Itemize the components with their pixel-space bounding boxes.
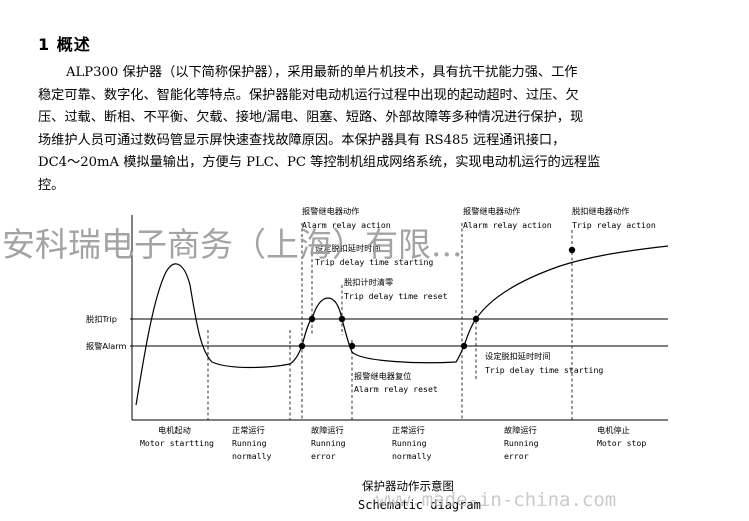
event-point <box>298 342 306 350</box>
annotation-cn: 报警继电器动作 <box>463 206 520 216</box>
annotation-cn: 脱扣继电器动作 <box>572 206 629 216</box>
event-point <box>460 342 468 350</box>
trip-level-label: 脱扣Trip <box>86 314 117 324</box>
phase-cn: 故障运行 <box>311 425 344 435</box>
phase-en: normally <box>232 451 272 461</box>
diagram-caption-en: Schematic diagram <box>358 498 481 512</box>
phase-cn: 正常运行 <box>392 425 425 435</box>
annotation-en: Trip delay time starting <box>315 257 433 267</box>
annotation-cn: 设定脱扣延时时间 <box>315 243 381 253</box>
phase-en: Running <box>232 438 267 448</box>
paragraph-line: 稳定可靠、数字化、智能化等特点。保护器能对电动机运行过程中出现的起动超时、过压、… <box>38 87 579 103</box>
paragraph-line: 控。 <box>38 177 65 193</box>
event-point <box>338 315 346 323</box>
company-watermark: 安科瑞电子商务（上海）有限... <box>2 225 462 264</box>
annotation-cn: 报警继电器动作 <box>302 206 359 216</box>
overview-paragraph: ALP300 保护器（以下简称保护器），采用最新的单片机技术，具有抗干扰能力强、… <box>38 62 698 197</box>
phase-cn: 故障运行 <box>504 425 537 435</box>
event-point <box>472 315 480 323</box>
phase-en: Motor startting <box>140 438 214 448</box>
event-point <box>568 246 576 254</box>
annotation-cn: 报警继电器复位 <box>354 371 411 381</box>
phase-en: normally <box>392 451 432 461</box>
alarm-level-label: 报警Alarm <box>86 341 126 351</box>
annotation-en: Trip delay time starting <box>485 365 603 375</box>
url-watermark: www.made-in-china.com <box>376 489 616 511</box>
phase-en: error <box>504 451 529 461</box>
event-points <box>298 246 576 350</box>
paragraph-line: 场维护人员可通过数码管显示屏快速查找故障原因。本保护器具有 RS485 远程通讯… <box>38 132 566 148</box>
paragraph-line: DC4～20mA 模拟量输出，方便与 PLC、PC 等控制机组成网络系统，实现电… <box>38 155 601 170</box>
annotation-en: Alarm relay action <box>463 220 552 230</box>
phase-cn: 正常运行 <box>232 425 265 435</box>
section-heading: 1 概述 <box>38 35 91 54</box>
diagram-caption-cn: 保护器动作示意图 <box>362 479 454 493</box>
phase-cn: 电机起动 <box>158 425 191 435</box>
phase-en: error <box>311 451 336 461</box>
event-point <box>308 315 316 323</box>
event-point <box>348 342 356 350</box>
annotation-en: Trip delay time reset <box>344 291 448 301</box>
phase-cn: 电机停止 <box>597 425 630 435</box>
phase-en: Running <box>311 438 346 448</box>
annotation-cn: 脱扣计时清零 <box>344 277 393 287</box>
annotation-en: Trip relay action <box>572 220 656 230</box>
phase-en: Running <box>392 438 427 448</box>
annotation-en: Alarm relay reset <box>354 384 438 394</box>
protector-signal-curve <box>135 245 669 406</box>
annotation-en: Alarm relay action <box>302 220 391 230</box>
paragraph-line: 压、过载、断相、不平衡、欠载、接地/漏电、阻塞、短路、外部故障等多种情况进行保护… <box>38 110 584 125</box>
paragraph-line: ALP300 保护器（以下简称保护器），采用最新的单片机技术，具有抗干扰能力强、… <box>66 65 578 80</box>
phase-en: Motor stop <box>597 438 646 448</box>
phase-en: Running <box>504 438 539 448</box>
annotation-cn: 设定脱扣延时时间 <box>485 351 551 361</box>
